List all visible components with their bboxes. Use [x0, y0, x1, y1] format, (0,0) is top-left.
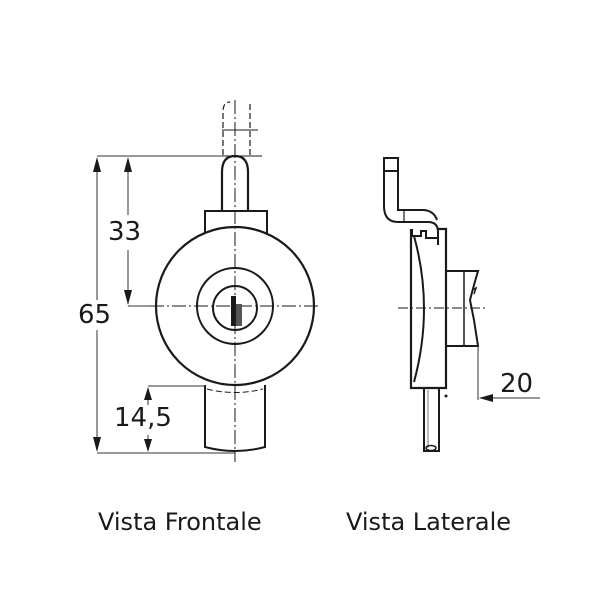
side-flange-notch [411, 229, 437, 239]
latch-arm-tip [383, 157, 399, 172]
latch-phantom [222, 101, 231, 155]
bottom-tab-hidden-edge [206, 388, 264, 393]
caption-front-view: Vista Frontale [98, 508, 262, 536]
side-dimensions [477, 346, 540, 402]
bottom-shaft-end [425, 444, 437, 452]
dim-label-33: 33 [108, 217, 142, 247]
side-body [409, 227, 448, 390]
cylinder-inner-ring [212, 285, 258, 331]
dim-label-20: 20 [500, 369, 534, 399]
dim-label-14-5: 14,5 [114, 403, 172, 433]
key-slot-icon [231, 296, 242, 326]
front-dimensions [93, 155, 235, 454]
bottom-shaft [423, 388, 440, 452]
side-view [383, 157, 488, 452]
dim-arrow-20 [479, 394, 493, 402]
flange-block [204, 210, 268, 233]
dim-label-65: 65 [78, 300, 112, 330]
rear-cylinder-mark [471, 286, 478, 295]
bottom-tab [204, 385, 266, 452]
front-view [128, 100, 320, 462]
lock-body-circle [154, 225, 316, 387]
side-curved-face [413, 235, 425, 383]
caption-side-view: Vista Laterale [346, 508, 512, 536]
latch-arm-inner [397, 171, 438, 221]
small-dot [444, 394, 448, 398]
cylinder-outer-ring [196, 267, 274, 345]
